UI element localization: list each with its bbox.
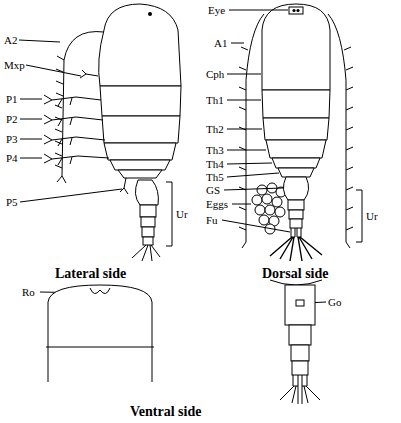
part-label: P1 [6,93,18,105]
part-label: Eye [208,4,225,16]
part-label: A2 [4,34,17,46]
part-label: Cph [206,68,224,80]
part-label: P3 [6,133,18,145]
view-title: Lateral side [55,266,126,282]
part-label: Th1 [206,94,224,106]
view-title: Dorsal side [262,266,329,282]
part-label: Th4 [206,158,224,170]
part-label: Ur [176,208,188,220]
part-label: Fu [206,214,218,226]
part-label: Th2 [206,123,224,135]
part-label: P2 [6,113,18,125]
part-label: P4 [6,152,18,164]
part-label: Th3 [206,144,224,156]
part-label: Ro [22,286,35,298]
part-label: Ur [366,210,378,222]
part-label: P5 [6,196,18,208]
part-label: A1 [214,37,227,49]
part-label: GS [206,184,220,196]
part-label: Th5 [206,171,224,183]
view-title: Ventral side [130,404,201,420]
part-label: Eggs [206,198,228,210]
part-label: Mxp [4,59,25,71]
part-label: Go [328,296,341,308]
